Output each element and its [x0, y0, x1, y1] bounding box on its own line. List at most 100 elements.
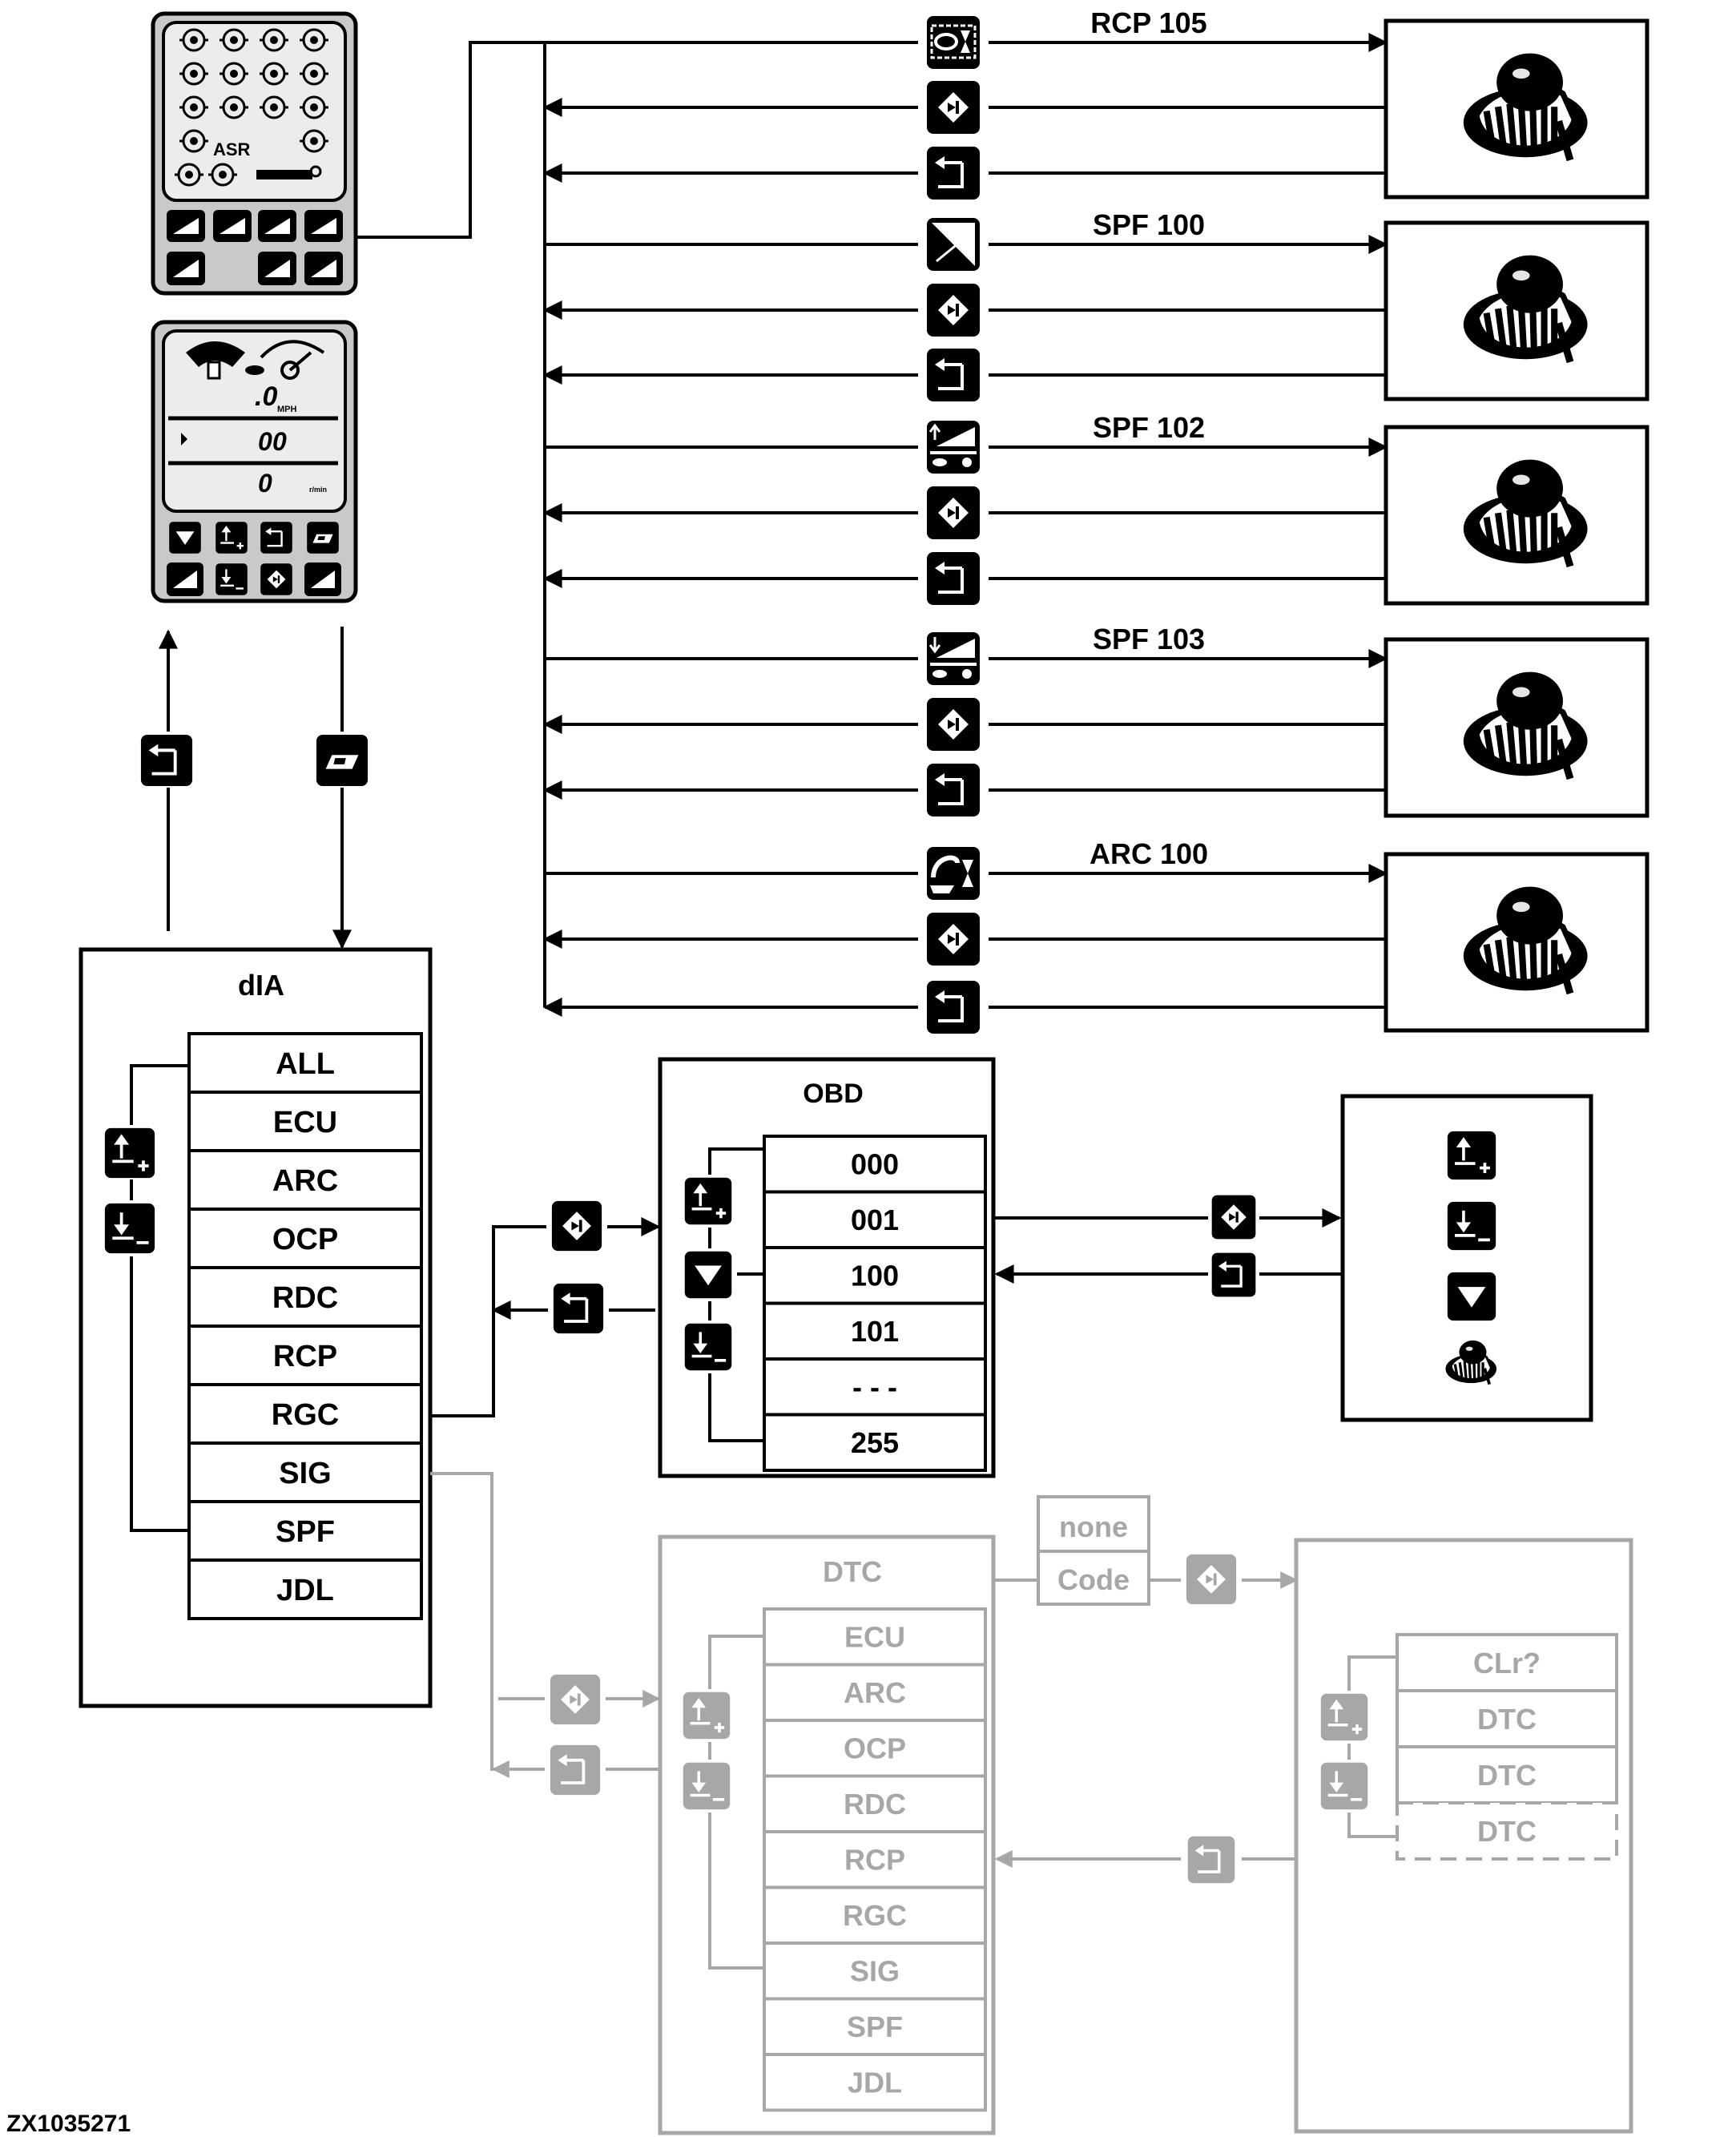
dia-item-4[interactable]: RDC [187, 1266, 423, 1328]
dia-item-8[interactable]: SPF [187, 1500, 423, 1562]
increment-icon[interactable] [683, 1176, 734, 1226]
dtc-item-6[interactable]: SIG [763, 1941, 987, 2001]
value-adjust-box [993, 1094, 1593, 1422]
dtc-item-5[interactable]: RGC [763, 1885, 987, 1945]
decrement-icon[interactable] [683, 1322, 734, 1372]
bus-label: ARC 100 [1090, 837, 1208, 870]
obd-title: OBD [803, 1079, 864, 1109]
speed-value: .0 [255, 381, 277, 412]
enter-icon[interactable] [316, 734, 369, 787]
return-icon[interactable] [554, 1284, 603, 1333]
svg-text:JDL: JDL [848, 2066, 902, 2099]
dtc-item-0[interactable]: ECU [763, 1607, 987, 1667]
svg-text:DTC: DTC [1477, 1759, 1537, 1792]
select-icon[interactable] [927, 913, 980, 966]
svg-text:JDL: JDL [276, 1574, 334, 1607]
increment-icon[interactable] [105, 1128, 155, 1178]
figure-id: ZX1035271 [6, 2111, 131, 2137]
choice-code[interactable]: Code [1057, 1563, 1130, 1596]
select-icon[interactable] [927, 486, 980, 539]
dia-item-1[interactable]: ECU [187, 1091, 423, 1152]
dtc-item-4[interactable]: RCP [763, 1830, 987, 1889]
header-icon [300, 129, 328, 153]
dia-item-5[interactable]: RCP [187, 1325, 423, 1386]
clock-icon[interactable] [167, 562, 203, 596]
spout-position-icon[interactable] [927, 847, 980, 900]
select-icon[interactable] [1186, 1554, 1237, 1605]
return-icon[interactable] [927, 147, 980, 200]
settings-icon[interactable] [304, 562, 341, 596]
obd-item-3[interactable]: 101 [763, 1301, 987, 1361]
clr-item-1[interactable]: DTC [1396, 1689, 1618, 1748]
dia-item-6[interactable]: RGC [187, 1383, 423, 1445]
increment-icon[interactable] [1319, 1692, 1370, 1742]
dia-item-0[interactable]: ALL [187, 1032, 423, 1094]
glow-plug-icon [220, 95, 248, 119]
obd-item-2[interactable]: 100 [763, 1246, 987, 1305]
decrement-icon[interactable] [214, 562, 249, 596]
return-icon[interactable] [927, 981, 980, 1034]
dia-item-2[interactable]: ARC [187, 1149, 423, 1211]
select-icon[interactable] [1211, 1195, 1256, 1240]
dia-item-9[interactable]: JDL [187, 1558, 423, 1620]
decrement-icon[interactable] [1445, 1200, 1498, 1252]
clr-item-3[interactable]: DTC [1396, 1801, 1618, 1861]
lower-icon[interactable] [167, 252, 205, 285]
down-arrow-icon[interactable] [1447, 1272, 1496, 1321]
increment-icon[interactable] [1445, 1130, 1498, 1181]
return-icon[interactable] [259, 521, 294, 554]
dtc-item-3[interactable]: RDC [763, 1774, 987, 1833]
dtc-item-8[interactable]: JDL [763, 2053, 987, 2112]
select-icon[interactable] [550, 1674, 601, 1725]
feeder-drive-icon[interactable] [304, 210, 343, 242]
bus-label: SPF 100 [1093, 208, 1205, 241]
spout-icon[interactable] [304, 252, 343, 285]
return-icon[interactable] [927, 764, 980, 816]
header-raise-icon[interactable] [167, 210, 205, 242]
select-icon[interactable] [927, 81, 980, 134]
return-icon[interactable] [927, 552, 980, 605]
raise-speed-icon[interactable] [925, 419, 981, 475]
enter-icon[interactable] [307, 522, 339, 554]
obd-item-4[interactable]: - - - [763, 1357, 987, 1417]
clr-item-2[interactable]: DTC [1396, 1745, 1618, 1804]
slope-icon[interactable] [925, 216, 981, 272]
dtc-title: DTC [823, 1555, 882, 1588]
dtc-item-2[interactable]: OCP [763, 1719, 987, 1778]
dtc-item-1[interactable]: ARC [763, 1663, 987, 1722]
bus-label: SPF 102 [1093, 411, 1205, 444]
choice-none[interactable]: none [1059, 1510, 1128, 1543]
increment-icon[interactable] [681, 1691, 732, 1740]
obd-item-0[interactable]: 000 [763, 1135, 987, 1194]
fuel-cab-icon[interactable] [258, 252, 296, 285]
dia-item-3[interactable]: OCP [187, 1208, 423, 1269]
reel-position-icon[interactable] [927, 16, 980, 69]
header-lower-icon[interactable] [213, 210, 252, 242]
parking-brake-icon [260, 95, 288, 119]
return-icon[interactable] [550, 1745, 600, 1795]
svg-text:001: 001 [851, 1204, 899, 1236]
battery-icon [175, 163, 203, 187]
return-icon[interactable] [1210, 1252, 1258, 1298]
select-icon[interactable] [927, 698, 980, 751]
down-arrow-icon[interactable] [169, 522, 201, 554]
clr-item-0[interactable]: CLr? [1396, 1633, 1618, 1692]
reel-icon[interactable] [258, 210, 296, 242]
return-icon[interactable] [141, 735, 192, 786]
decrement-icon[interactable] [1319, 1761, 1370, 1811]
increment-icon[interactable] [214, 521, 249, 554]
select-icon[interactable] [551, 1200, 602, 1252]
select-icon[interactable] [927, 284, 980, 337]
decrement-icon[interactable] [681, 1761, 732, 1811]
return-icon[interactable] [927, 349, 980, 401]
dia-item-7[interactable]: SIG [187, 1441, 423, 1503]
dtc-item-7[interactable]: SPF [763, 1997, 987, 2056]
decrement-icon[interactable] [105, 1204, 155, 1253]
lower-speed-icon[interactable] [925, 631, 981, 687]
down-arrow-icon[interactable] [684, 1251, 732, 1299]
select-icon[interactable] [260, 563, 292, 595]
obd-item-5[interactable]: 255 [763, 1413, 987, 1472]
obd-item-1[interactable]: 001 [763, 1190, 987, 1249]
return-icon[interactable] [1188, 1837, 1235, 1883]
